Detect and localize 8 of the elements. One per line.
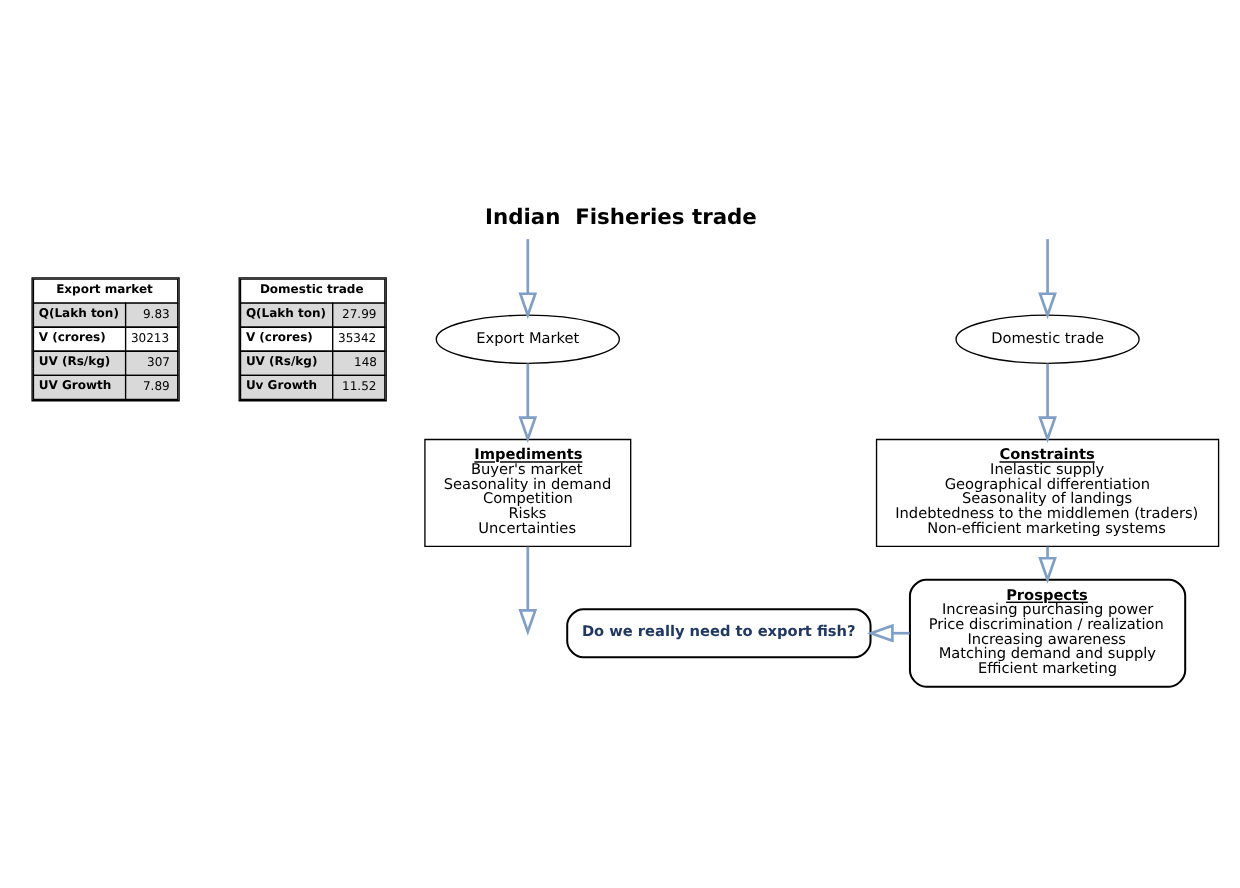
arrow xyxy=(1038,362,1057,442)
arrow xyxy=(1038,545,1057,583)
arrow xyxy=(1038,238,1057,319)
arrow xyxy=(518,362,538,442)
arrow xyxy=(866,622,910,642)
diagram-title: Indian Fisheries trade xyxy=(485,203,757,230)
arrow xyxy=(518,545,538,635)
arrow xyxy=(518,238,538,319)
